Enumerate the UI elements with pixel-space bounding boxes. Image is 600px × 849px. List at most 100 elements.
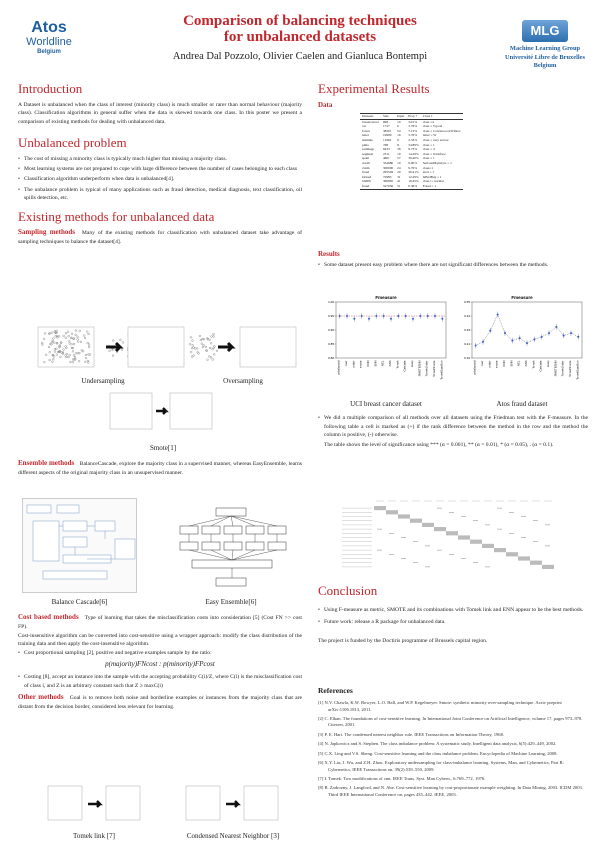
table-cell: bild09 bbox=[362, 179, 371, 184]
table-cell: pima bbox=[362, 142, 369, 147]
table-cell: 14.29% bbox=[408, 151, 419, 156]
logo-worldline: Worldline bbox=[26, 36, 72, 48]
sample-point bbox=[120, 348, 124, 351]
sample-point bbox=[76, 338, 79, 341]
data-point bbox=[562, 334, 565, 337]
sample-point bbox=[48, 358, 51, 362]
logo-belgium: Belgium bbox=[37, 49, 61, 56]
sample-point bbox=[70, 346, 74, 350]
sample-point bbox=[72, 354, 76, 357]
sample-point bbox=[83, 334, 86, 337]
sample-point bbox=[194, 347, 197, 350]
x-tick-label: TomekUnder bbox=[425, 360, 429, 376]
sample-point bbox=[62, 348, 65, 351]
data-point bbox=[368, 317, 370, 320]
x-tick-label: SMOTEENN bbox=[553, 361, 557, 377]
sample-point bbox=[86, 330, 89, 333]
matrix-diagonal-cell bbox=[422, 522, 434, 527]
sample-point bbox=[191, 339, 194, 342]
table-cell: 11962 bbox=[382, 137, 392, 142]
data-point bbox=[397, 315, 400, 317]
easy-diagram bbox=[179, 507, 287, 587]
table-cell: kicked bbox=[362, 174, 372, 179]
data-point bbox=[382, 315, 385, 317]
caption-smote: Smote[1] bbox=[149, 444, 177, 452]
sample-point bbox=[80, 349, 83, 352]
sample-point bbox=[53, 350, 57, 353]
table-cell: 2.33% bbox=[408, 137, 418, 142]
x-tick-label: Cascade bbox=[403, 360, 407, 371]
sample-point bbox=[112, 339, 115, 342]
sample-point bbox=[48, 351, 51, 354]
sample-point bbox=[56, 336, 59, 339]
data-point bbox=[518, 337, 521, 340]
intro-text: A Dataset is unbalanced when the class o… bbox=[18, 101, 302, 125]
arrow-right-icon bbox=[156, 407, 169, 415]
cost-paragraph: Cost based methods Type of learning that… bbox=[18, 612, 302, 632]
y-tick-label: 0.90 bbox=[328, 328, 334, 332]
sampling-text: Many of the existing methods for classif… bbox=[18, 230, 302, 246]
data-point bbox=[504, 332, 506, 335]
table-cell: 6433 bbox=[382, 147, 390, 152]
results-title: Results bbox=[318, 250, 340, 258]
arrow-right-icon bbox=[218, 341, 236, 353]
table-cell: claim bbox=[362, 165, 370, 170]
table-cell: 8 bbox=[397, 142, 399, 147]
matrix-diagonal-cell bbox=[458, 535, 470, 540]
x-tick-label: Tomek bbox=[395, 360, 399, 369]
caption-tomek: Tomek link [7] bbox=[73, 832, 115, 840]
sample-point bbox=[213, 353, 216, 356]
caption-cnn: Condensed Nearest Neighbor [3] bbox=[186, 832, 280, 840]
sample-point bbox=[206, 358, 209, 361]
reference-item: [8] B. Zadrozny, J. Langford, and N. Abe… bbox=[318, 785, 583, 797]
cost-list-2: Costing [8], accept an instance into the… bbox=[18, 673, 302, 690]
sample-point bbox=[58, 335, 61, 338]
caption-oversampling: Oversampling bbox=[223, 377, 263, 385]
table-cell: 265549 bbox=[382, 170, 394, 175]
sample-point bbox=[68, 340, 71, 343]
authors: Andrea Dal Pozzolo, Olivier Caelen and G… bbox=[172, 51, 428, 62]
sample-point bbox=[70, 343, 73, 346]
sample-point bbox=[51, 353, 55, 357]
sample-point bbox=[74, 329, 78, 332]
table-cell: forest bbox=[362, 128, 370, 133]
table-cell: 20 bbox=[397, 170, 401, 175]
sample-point bbox=[72, 337, 75, 340]
x-tick-label: smote bbox=[495, 360, 499, 368]
sample-point bbox=[87, 361, 90, 364]
table-cell: spam bbox=[362, 156, 370, 161]
conclusion-section: Conclusion Using F-measure as metric, SM… bbox=[318, 582, 588, 646]
table-cell: Fraud = 1 bbox=[420, 183, 463, 190]
caption-easy: Easy Ensemble[6] bbox=[205, 598, 257, 606]
ensemble-section: Ensemble methods BalanceCascade, explore… bbox=[18, 458, 302, 478]
table-cell: 0.36% bbox=[406, 183, 421, 190]
table-header-cell: Class 1 bbox=[420, 113, 463, 120]
data-point bbox=[548, 332, 550, 335]
sample-point bbox=[50, 343, 53, 346]
sample-point bbox=[190, 350, 193, 354]
table-cell: letter bbox=[362, 133, 369, 138]
matrix-diagonal-cell bbox=[386, 510, 398, 515]
x-tick-label: TomekEasyEns bbox=[439, 360, 443, 380]
sample-point bbox=[43, 337, 46, 340]
references-list: [1] N.V. Chawla, K.W. Bowyer, L.O. Hall,… bbox=[318, 700, 588, 798]
sample-point bbox=[74, 358, 77, 361]
reference-item: [6] X.Y. Liu, J. Wu, and Z.H. Zhou. Expl… bbox=[318, 760, 564, 772]
sample-point bbox=[71, 361, 74, 364]
table-cell: 34.5% bbox=[408, 119, 418, 124]
sample-point bbox=[215, 349, 219, 352]
experimental-heading: Experimental Results bbox=[318, 81, 430, 96]
conclusion-bullet-1: Using F-measure as metric, SMOTE and its… bbox=[318, 606, 588, 615]
sample-point bbox=[61, 351, 65, 354]
sample-point bbox=[212, 346, 215, 349]
table-cell: 6 bbox=[397, 137, 399, 142]
conclusion-bullet-2: Future work: release a R package for unb… bbox=[318, 618, 588, 627]
significance-matrix bbox=[340, 498, 580, 574]
sample-point bbox=[73, 358, 76, 361]
matrix-diagonal-cell bbox=[518, 556, 530, 561]
sample-point bbox=[210, 342, 213, 345]
